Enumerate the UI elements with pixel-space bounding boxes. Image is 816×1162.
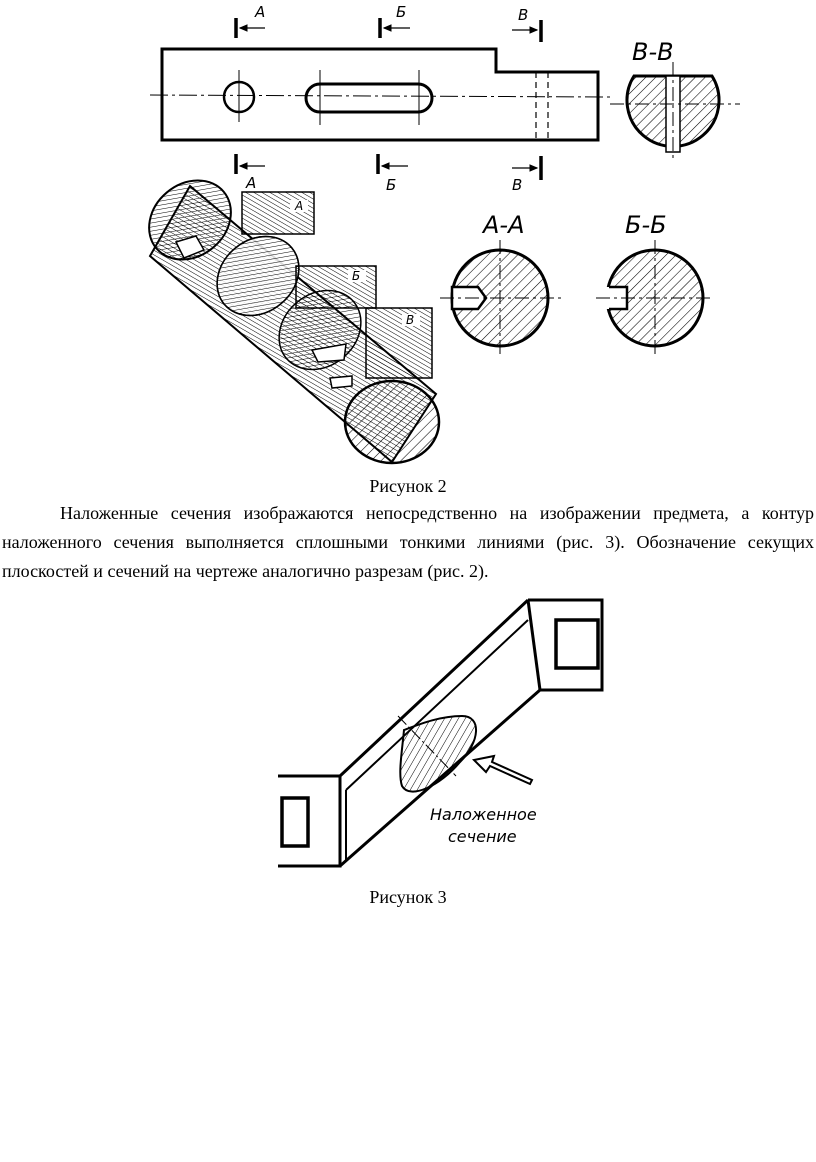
plane-tag-v: В	[406, 313, 414, 327]
section-title-bb: Б-Б	[625, 211, 667, 239]
pictorial-shaft	[148, 179, 441, 465]
figure-3-drawing: Наложенное сечение	[278, 598, 604, 868]
axis-line	[149, 94, 613, 98]
cut-label-b-bottom: Б	[386, 176, 396, 194]
cut-marker-a-bottom	[234, 154, 265, 174]
figure-2-drawing: А Б В А Б В В-В А-А Б-Б	[148, 3, 740, 465]
cut-label-b-top: Б	[396, 3, 406, 21]
section-bb	[596, 240, 712, 358]
annotation-line-2: сечение	[448, 827, 517, 846]
cut-label-v-bottom: В	[512, 176, 522, 194]
cut-marker-v-bottom	[512, 156, 543, 180]
cut-marker-b-bottom	[376, 154, 408, 174]
part-front-view	[160, 47, 600, 142]
cut-marker-a-top	[234, 18, 265, 38]
section-aa	[440, 240, 562, 358]
cut-label-a-bottom: А	[245, 174, 256, 192]
annotation-arrow	[471, 754, 534, 786]
section-vv	[610, 62, 740, 160]
plane-tag-a: А	[294, 199, 303, 213]
cut-label-v-top: В	[518, 6, 528, 24]
section-title-aa: А-А	[481, 211, 525, 239]
cut-marker-v-top	[512, 20, 543, 42]
figure-2-caption: Рисунок 2	[369, 476, 447, 496]
plane-tag-b: Б	[352, 269, 360, 283]
superimposed-section	[397, 714, 477, 793]
cut-label-a-top: А	[254, 3, 265, 21]
figure-3-caption: Рисунок 3	[369, 887, 447, 907]
cut-marker-b-top	[378, 18, 410, 38]
annotation-line-1: Наложенное	[430, 805, 537, 824]
section-title-vv: В-В	[632, 38, 674, 66]
body-paragraph: Наложенные сечения изображаются непосред…	[2, 503, 814, 581]
